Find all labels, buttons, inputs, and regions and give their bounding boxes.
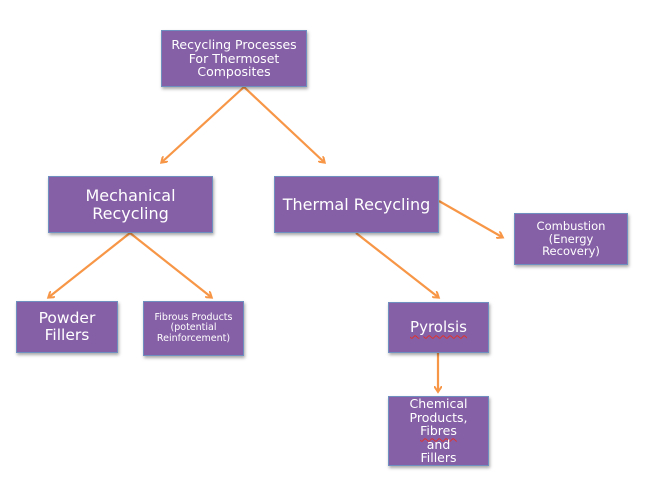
node-label-word: and [426,436,451,452]
node-label-line: Recycling Processes [171,37,297,53]
node-mechanical-recycling: Mechanical Recycling [48,176,213,233]
node-label-line: Recycling [92,203,169,223]
arrow-thermal-to-pyrolysis [355,232,438,297]
node-label-line: Fillers [420,450,457,466]
node-label-line: Chemical [409,396,468,412]
node-label-line: Composites [197,64,271,80]
arrow-mechanical-to-fibrous [129,232,211,297]
arrow-root-to-thermal [243,86,324,162]
node-label-line: Fibres and [410,424,468,451]
node-label-line: Fillers [44,326,90,344]
node-recycling-processes: Recycling Processes For Thermoset Compos… [161,30,307,87]
node-label-line: Fibrous Products [154,312,233,324]
node-label-line: Combustion [536,219,606,234]
node-powder-fillers: Powder Fillers [16,301,118,353]
node-chemical-products: Chemical Products, Fibres and Fillers [388,396,489,466]
node-label-line: Pyrolsis [410,318,467,337]
node-label-line: Reinforcement) [156,332,231,344]
node-label-line: Powder [38,309,96,328]
arrow-thermal-to-combustion [438,200,502,237]
node-label-word: Fibres [420,423,457,439]
node-label-line: (Energy [548,231,594,246]
arrow-root-to-mechanical [162,86,245,162]
arrow-mechanical-to-powder [49,232,131,297]
node-label-line: Products, [409,409,468,425]
node-fibrous-products: Fibrous Products (potential Reinforcemen… [143,301,244,356]
node-thermal-recycling: Thermal Recycling [274,176,439,233]
node-label-line: Mechanical [85,186,176,206]
node-label-line: Recovery) [542,244,600,259]
node-label-line: For Thermoset [188,50,280,66]
node-combustion: Combustion (Energy Recovery) [514,213,628,265]
node-label-line: Thermal Recycling [282,194,431,214]
node-label-line: (potential [170,322,217,334]
node-pyrolysis: Pyrolsis [388,302,489,353]
